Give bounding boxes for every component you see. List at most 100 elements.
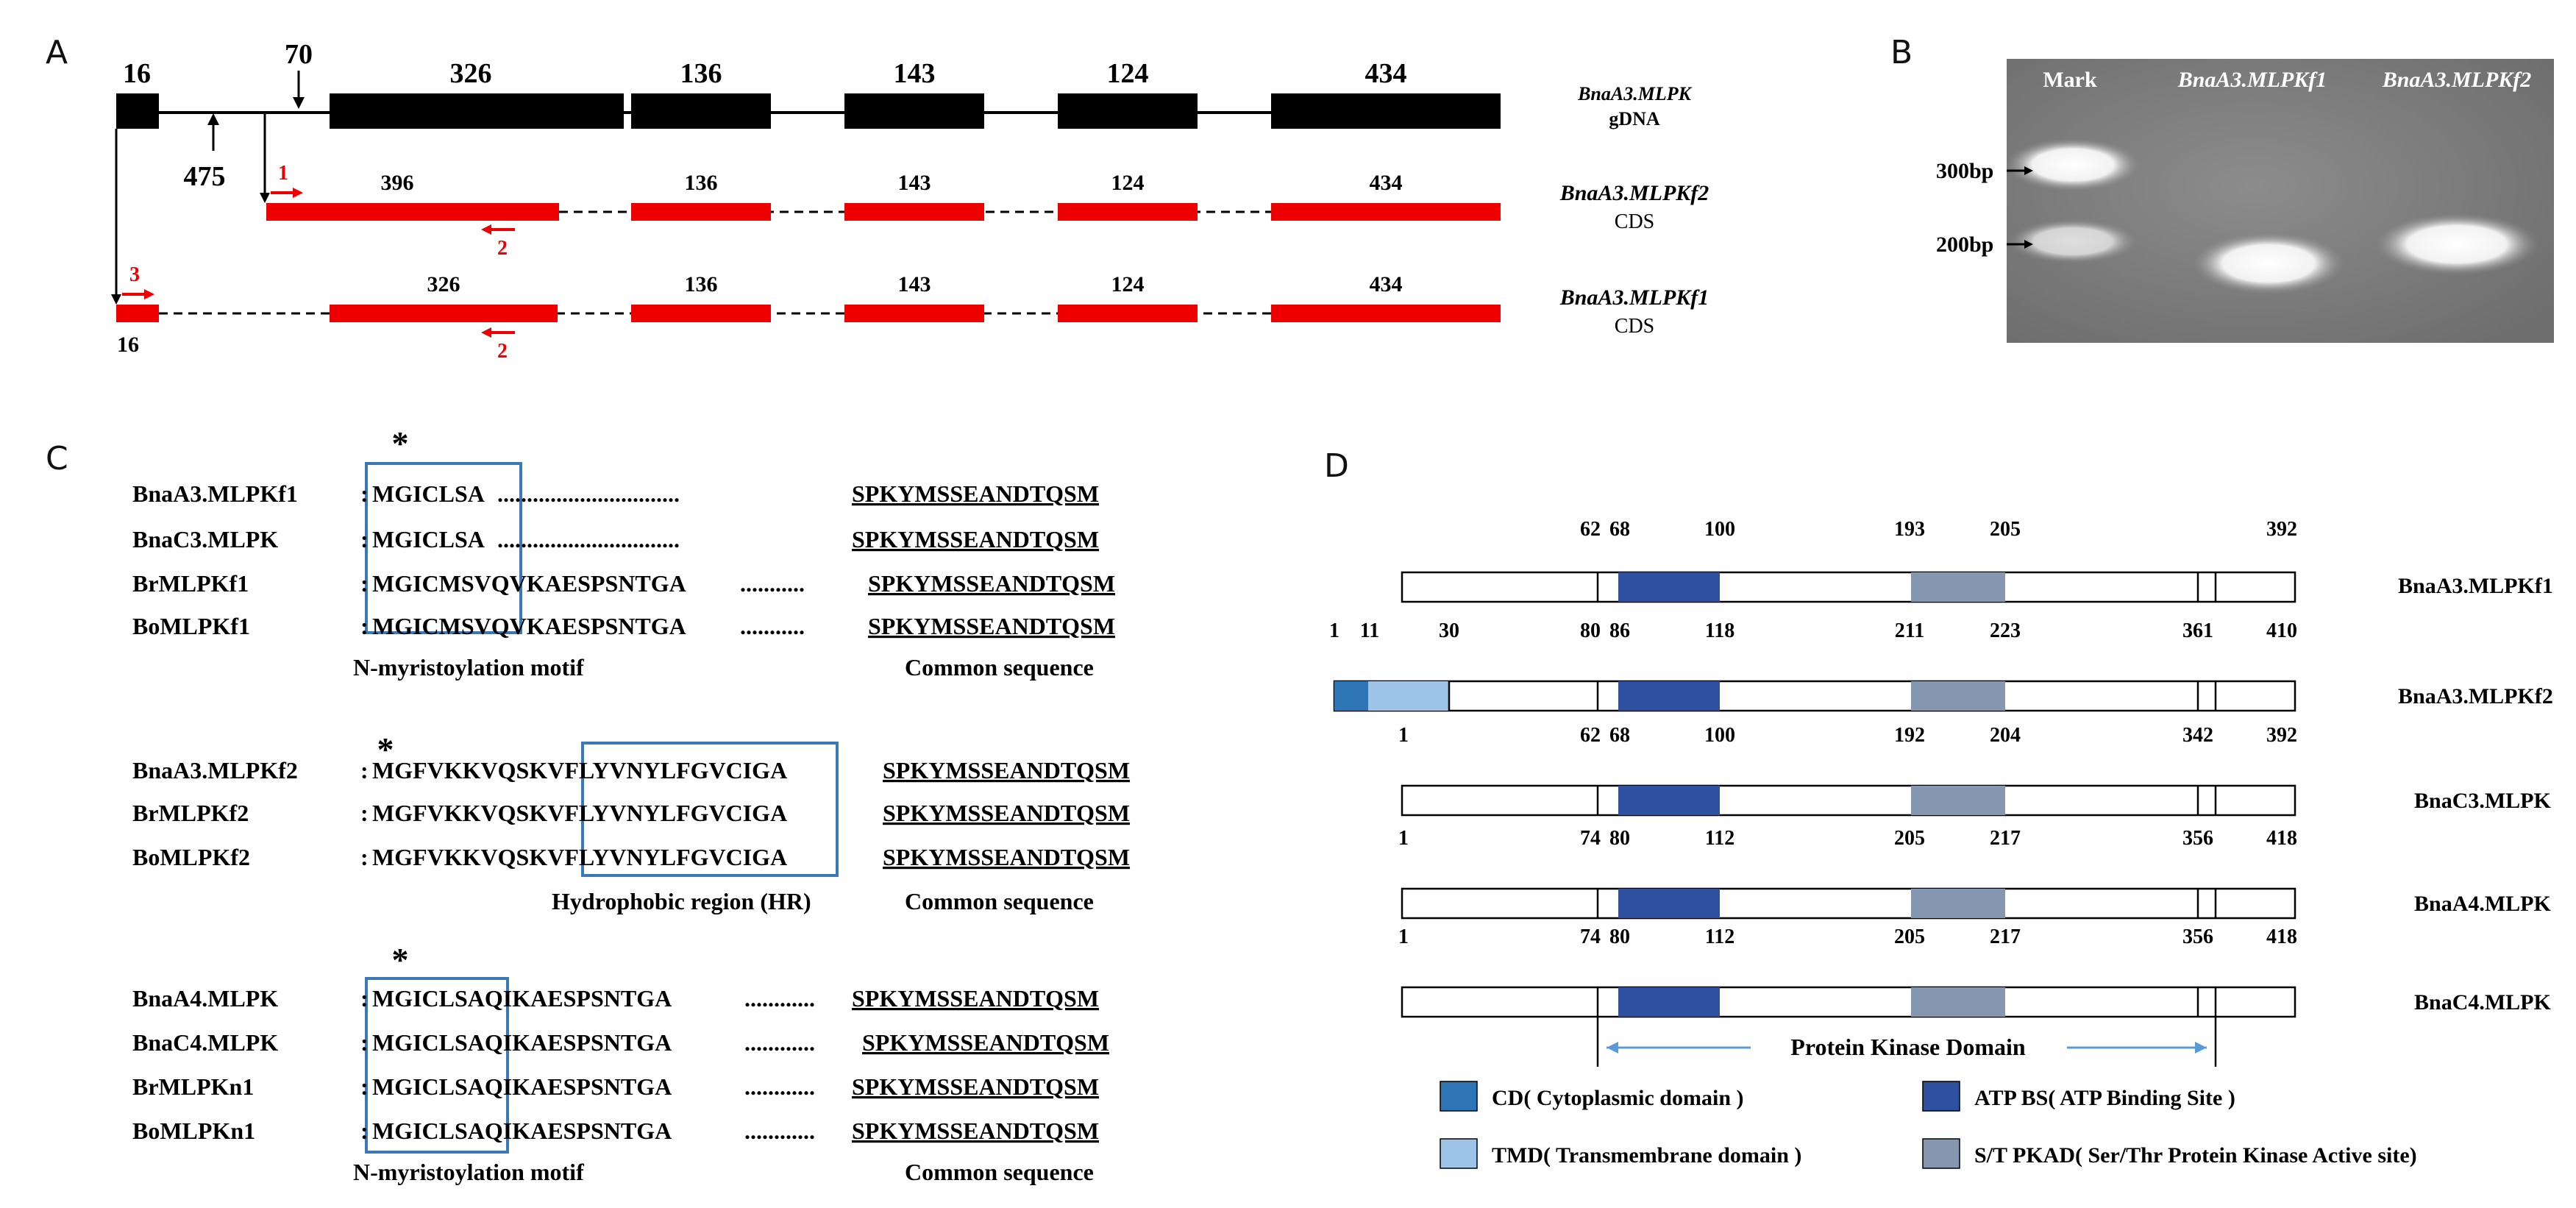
seq-common: SPKYMSSEANDTQSM — [868, 570, 1115, 597]
f1-label-143: 143 — [898, 272, 931, 296]
legend: CD( Cytoplasmic domain ) ATP BS( ATP Bin… — [1440, 1081, 2417, 1169]
marker-200bp-arrowhead — [2024, 240, 2033, 249]
atp-binding-site — [1618, 786, 1720, 815]
tick-label: 342 — [2182, 724, 2213, 747]
c-g2-row-1: BrMLPKf2 : MGFVKKVQSKVFLYVNYLFGVCIGA SPK… — [132, 800, 1130, 826]
protein-name: BnaA3.MLPKf2 — [2398, 684, 2553, 708]
f2-exon-124 — [1058, 203, 1198, 221]
tick-label: 86 — [1609, 619, 1630, 642]
gdna-exon-label-70: 70 — [285, 39, 313, 70]
gdna-exon-136 — [631, 93, 771, 129]
gdna-exon-label-326: 326 — [450, 58, 492, 89]
seq-gap: ............ — [744, 1073, 815, 1100]
kinase-domain-label: Protein Kinase Domain — [1790, 1034, 2026, 1060]
gdna-exon-143 — [844, 93, 984, 129]
seq-gap: ............ — [744, 1118, 815, 1144]
seq-common: SPKYMSSEANDTQSM — [883, 757, 1130, 784]
f1-type-label: CDS — [1615, 315, 1654, 338]
seq-variable: MGICLSAQIKAESPSNTGA — [372, 1029, 672, 1056]
tick-label: 11 — [1360, 619, 1379, 642]
seq-variable: MGFVKKVQSKVFLYVNYLFGVCIGA — [372, 757, 787, 784]
gel-lane-f2: BnaA3.MLPKf2 — [2382, 68, 2532, 92]
tick-label: 193 — [1894, 518, 1925, 541]
f2-exon-143 — [844, 203, 984, 221]
gel-lane-mark: Mark — [2043, 68, 2097, 92]
seq-gap: ............ — [744, 985, 815, 1012]
tick-label: 204 — [1990, 724, 2021, 747]
f2-primer-2-arrowhead — [481, 224, 491, 235]
st-pkad-site — [1911, 889, 2005, 918]
f1-exon-136 — [631, 305, 771, 322]
seq-variable: MGICMSVQVKAESPSNTGA — [372, 570, 686, 597]
protein-bar — [1333, 680, 2296, 712]
cds-f1-row: 16 326 136 143 124 434 3 2 BnaA3.MLPKf1 … — [116, 263, 1709, 363]
seq-name: BnaA4.MLPK — [132, 985, 278, 1012]
seq-variable: MGICLSA — [372, 480, 485, 507]
seq-variable: MGFVKKVQSKVFLYVNYLFGVCIGA — [372, 800, 787, 826]
f1-exon-124 — [1058, 305, 1198, 322]
tick-label: 192 — [1894, 724, 1925, 747]
tick-label: 74 — [1580, 827, 1601, 850]
f2-exon-136 — [631, 203, 771, 221]
c-group1-motif-box — [365, 462, 522, 634]
seq-colon: : — [360, 526, 369, 553]
tick-label: 30 — [1439, 619, 1459, 642]
c-group3-motif-label: N-myristoylation motif — [353, 1159, 584, 1185]
tick-label: 74 — [1580, 925, 1601, 948]
c-group2-hr-label: Hydrophobic region (HR) — [552, 888, 811, 914]
tick-label: 112 — [1705, 925, 1734, 948]
tick-label: 80 — [1580, 619, 1601, 642]
transmembrane-domain — [1368, 681, 1449, 711]
f2-connector-head — [260, 193, 270, 203]
seq-common: SPKYMSSEANDTQSM — [852, 985, 1099, 1012]
tick-label: 217 — [1990, 827, 2021, 850]
kinase-domain-arrowhead-left — [1607, 1042, 1618, 1054]
f1-connector-head — [111, 294, 121, 305]
protein-bnaa3-mlpkf1: 62 68 100 193 205 392 BnaA3.MLPKf1 — [1401, 518, 2553, 603]
f1-exon-434 — [1271, 305, 1501, 322]
seq-name: BoMLPKf2 — [132, 844, 250, 870]
c-group2-common-label: Common sequence — [905, 888, 1094, 914]
atp-binding-site — [1618, 987, 1720, 1017]
gel-image — [2007, 59, 2554, 343]
gel-lane-f1: BnaA3.MLPKf1 — [2177, 68, 2327, 92]
seq-colon: : — [360, 613, 369, 639]
protein-bar — [1401, 571, 2296, 603]
c-g1-row-1: BnaC3.MLPK : MGICLSA ...................… — [132, 526, 1099, 553]
seq-common: SPKYMSSEANDTQSM — [883, 844, 1130, 870]
f2-label-124: 124 — [1111, 171, 1145, 195]
tick-label: 112 — [1705, 827, 1734, 850]
seq-name: BnaA3.MLPKf2 — [132, 757, 298, 784]
seq-colon: : — [360, 985, 369, 1012]
tick-label: 1 — [1398, 724, 1409, 747]
f1-label-434: 434 — [1370, 272, 1403, 296]
f1-band — [2192, 232, 2345, 294]
seq-colon: : — [360, 757, 369, 784]
f1-primer-2-arrowhead — [481, 327, 491, 338]
gdna-exon-label-124: 124 — [1107, 58, 1149, 89]
c-group3-common-label: Common sequence — [905, 1159, 1094, 1185]
tick-label: 1 — [1398, 827, 1409, 850]
seq-gap: ........... — [740, 570, 805, 597]
tick-label: 62 — [1580, 518, 1601, 541]
seq-common: SPKYMSSEANDTQSM — [883, 800, 1130, 826]
primer-3-arrowhead — [144, 289, 154, 299]
f2-band — [2374, 213, 2539, 275]
c-g3-row-2: BrMLPKn1 : MGICLSAQIKAESPSNTGA .........… — [132, 1073, 1099, 1100]
intron475-label: 475 — [184, 161, 226, 192]
gdna-exon-326 — [330, 93, 624, 129]
seq-colon: : — [360, 1029, 369, 1056]
tick-label: 205 — [1894, 827, 1925, 850]
tick-label: 1 — [1398, 925, 1409, 948]
tick-label: 392 — [2266, 724, 2297, 747]
c-g2-row-0: BnaA3.MLPKf2 : MGFVKKVQSKVFLYVNYLFGVCIGA… — [132, 757, 1130, 784]
gdna-exon-label-16: 16 — [123, 58, 151, 89]
c-group1-asterisk: * — [392, 424, 409, 462]
seq-name: BrMLPKf1 — [132, 570, 249, 597]
legend-label-stpkad: S/T PKAD( Ser/Thr Protein Kinase Active … — [1974, 1143, 2417, 1168]
atp-binding-site — [1618, 889, 1720, 918]
tick-label: 418 — [2266, 827, 2297, 850]
c-g2-row-2: BoMLPKf2 : MGFVKKVQSKVFLYVNYLFGVCIGA SPK… — [132, 844, 1130, 870]
protein-bnac4-mlpk: 1 74 80 112 205 217 356 418 BnaC4.MLPK — [1398, 925, 2552, 1018]
seq-gap: ........... — [740, 613, 805, 639]
